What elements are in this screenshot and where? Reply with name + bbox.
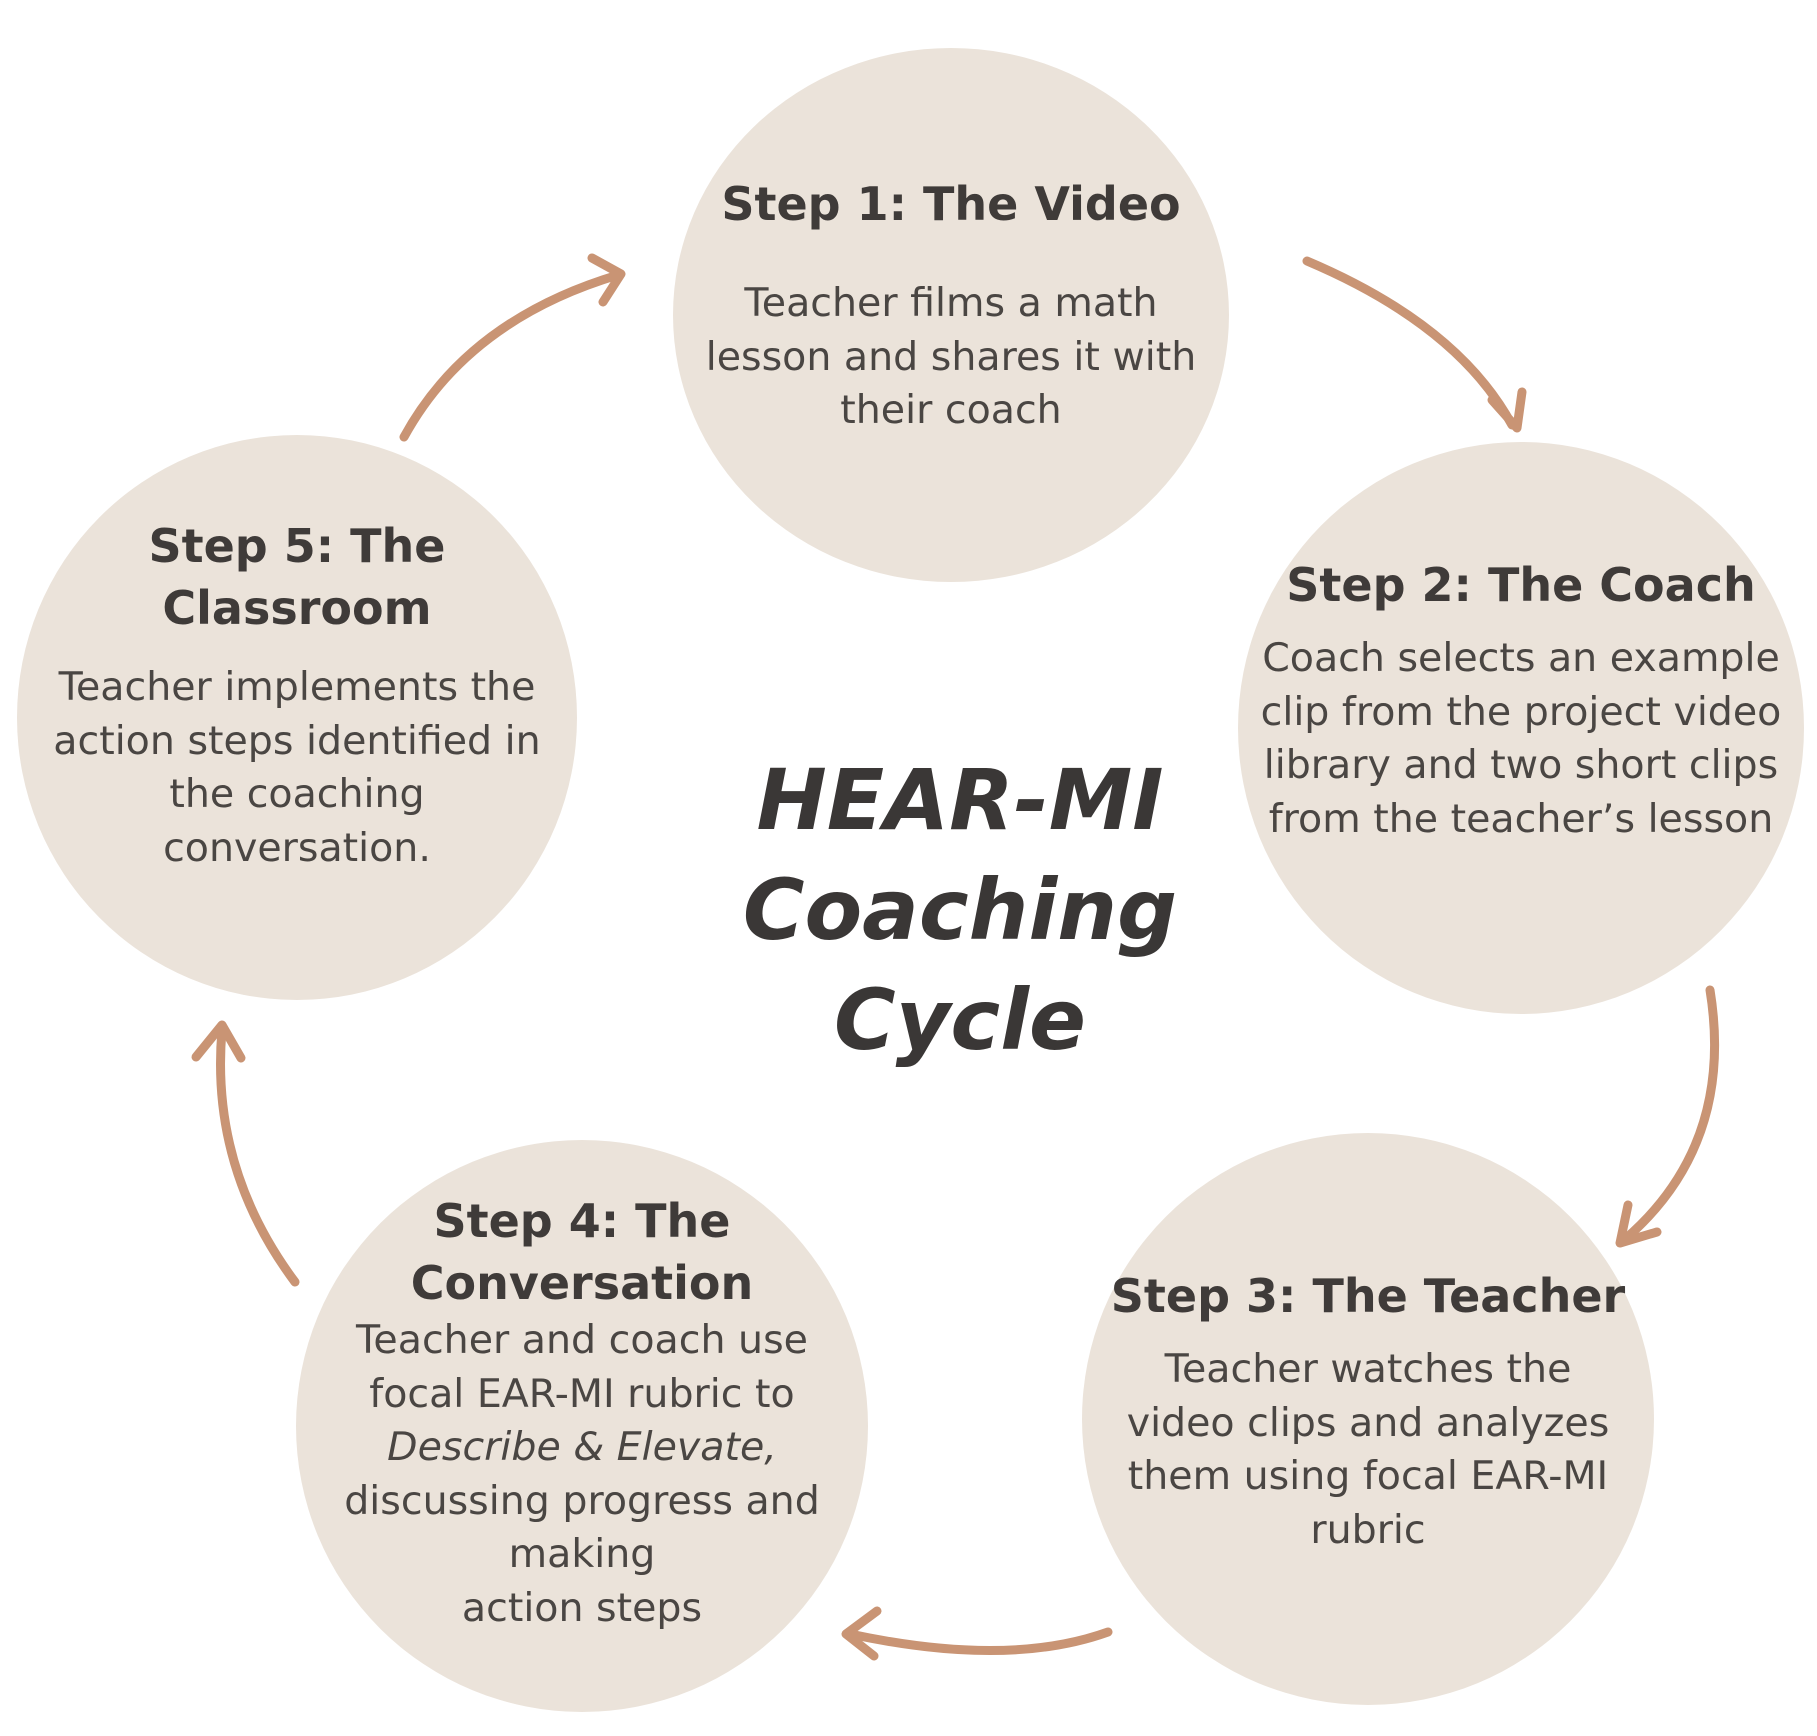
step-4-circle: Step 4: The Conversation Teacher and coa… <box>296 1140 868 1712</box>
cycle-title: HEAR-MI Coaching Cycle <box>742 751 1178 1069</box>
step-3-circle: Step 3: The Teacher Teacher watches the … <box>1082 1133 1654 1705</box>
arrow-step1-to-step2 <box>1302 256 1527 433</box>
step-4-description: Teacher and coach use focal EAR-MI rubri… <box>344 1314 820 1635</box>
arrow-step2-to-step3 <box>1615 985 1720 1248</box>
step-1-description: Teacher films a math lesson and shares i… <box>705 280 1197 433</box>
step-5-title: Step 5: The Classroom <box>148 519 446 635</box>
step-1-circle: Step 1: The Video Teacher films a math l… <box>673 48 1229 582</box>
step-5-description: Teacher implements the action steps iden… <box>53 664 541 871</box>
step-2-description: Coach selects an example clip from the p… <box>1260 635 1782 842</box>
arrow-step4-to-step5 <box>191 1020 300 1287</box>
step-3-title: Step 3: The Teacher <box>1110 1269 1626 1323</box>
step-2-title: Step 2: The Coach <box>1286 558 1756 612</box>
step-5-circle: Step 5: The Classroom Teacher implements… <box>17 435 577 1000</box>
step-4-description-outro: discussing progress and making action st… <box>344 1477 820 1631</box>
step-1-title: Step 1: The Video <box>721 177 1181 231</box>
arrow-step5-to-step1 <box>399 253 626 442</box>
step-4-title: Step 4: The Conversation <box>410 1194 754 1310</box>
step-3-description: Teacher watches the video clips and anal… <box>1126 1346 1610 1553</box>
step-4-description-intro: Teacher and coach use focal EAR-MI rubri… <box>356 1317 808 1417</box>
step-2-circle: Step 2: The Coach Coach selects an examp… <box>1238 442 1804 1014</box>
step-4-description-emphasis: Describe & Elevate, <box>387 1424 777 1470</box>
arrow-step3-to-step4 <box>841 1606 1113 1661</box>
